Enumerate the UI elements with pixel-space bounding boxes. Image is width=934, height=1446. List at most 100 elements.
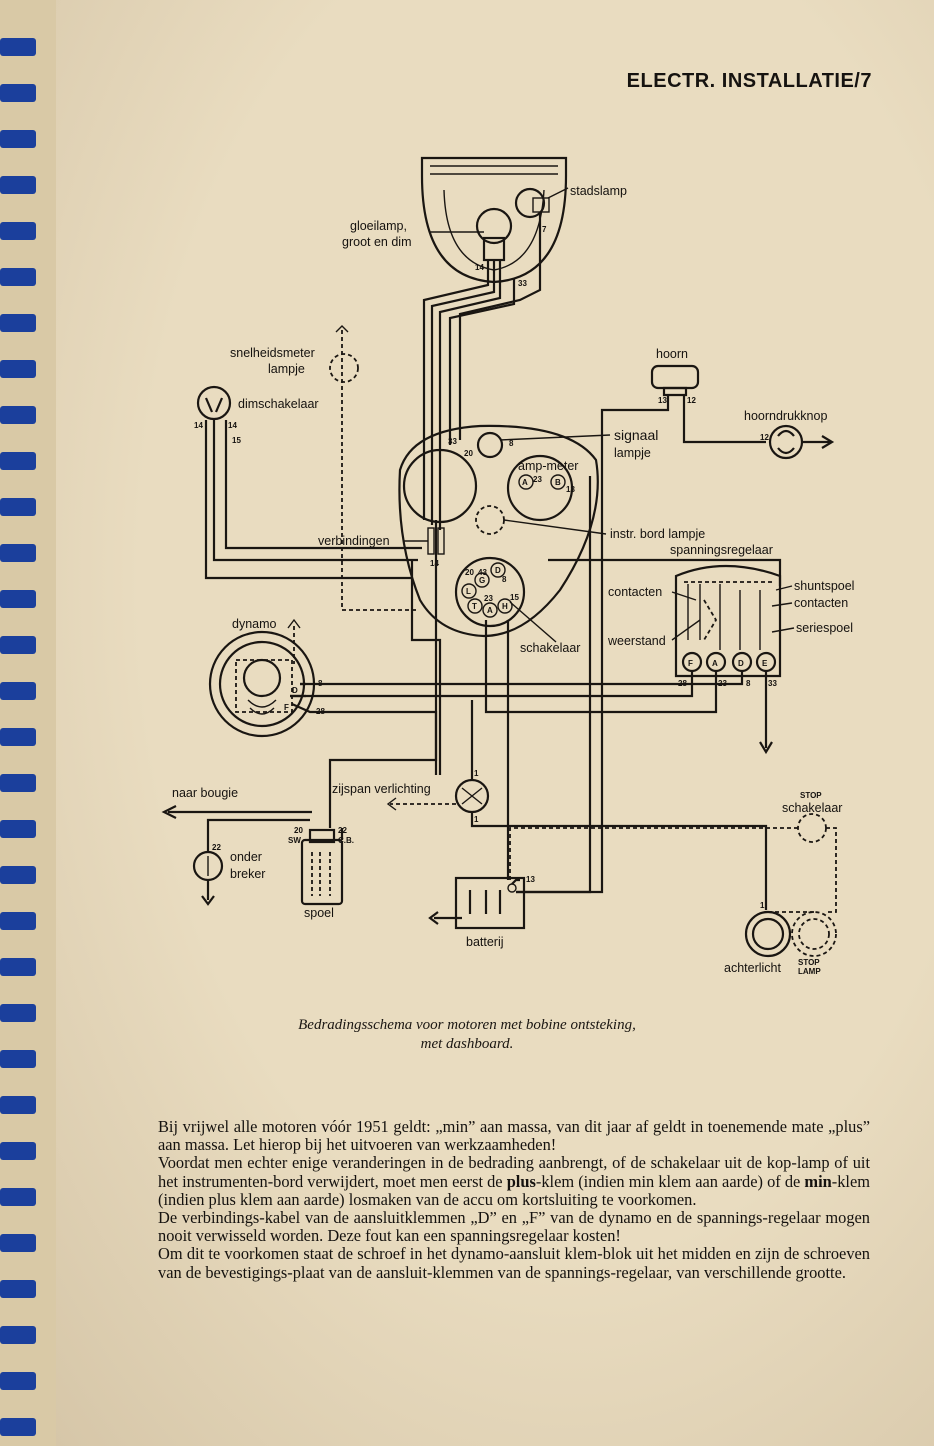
dashboard-panel xyxy=(398,424,599,638)
terminal-D: D xyxy=(495,566,501,575)
terminal-33: 33 xyxy=(768,679,777,688)
terminal-33: 33 xyxy=(518,279,527,288)
binder-ring xyxy=(0,176,36,194)
paragraph-3: De verbindings-kabel van de aansluitklem… xyxy=(158,1208,870,1246)
headlamp-bulb xyxy=(475,207,513,245)
binder-ring xyxy=(0,406,36,424)
voltage-regulator xyxy=(290,558,782,755)
label-dimschakelaar: dimschakelaar xyxy=(238,397,319,411)
terminal-1: 1 xyxy=(760,901,765,910)
terminal-28: 28 xyxy=(678,679,687,688)
bold-plus: plus xyxy=(506,1171,536,1191)
binder-spine xyxy=(0,0,56,1446)
label-gloeilamp-1: gloeilamp, xyxy=(350,219,407,233)
terminal-12: 12 xyxy=(687,396,696,405)
label-instr-bord: instr. bord lampje xyxy=(610,527,705,541)
label-stop-2: schakelaar xyxy=(782,801,842,815)
terminal-8: 8 xyxy=(746,679,751,688)
terminal-14: 14 xyxy=(194,421,203,430)
sidecar-light xyxy=(386,700,768,910)
label-naar-bougie: naar bougie xyxy=(172,786,238,800)
terminal-F: F xyxy=(284,703,289,712)
label-spoel: spoel xyxy=(304,906,334,920)
speedometer-dial xyxy=(402,448,478,524)
label-schakelaar: schakelaar xyxy=(520,641,580,655)
label-signaal-2: lampje xyxy=(614,446,651,460)
label-ampmeter: amp-meter xyxy=(518,459,578,473)
label-batterij: batterij xyxy=(466,935,504,949)
label-achterlicht: achterlicht xyxy=(724,961,781,975)
terminal-14: 14 xyxy=(430,559,439,568)
terminal-1: 1 xyxy=(474,769,479,778)
terminal-43: 43 xyxy=(478,568,487,577)
terminal-20: 20 xyxy=(294,826,303,835)
city-lamp-bulb xyxy=(514,187,546,219)
speedometer-lamp xyxy=(329,325,418,611)
terminal-14: 14 xyxy=(228,421,237,430)
terminal-cb: C.B. xyxy=(338,836,354,845)
terminal-15: 15 xyxy=(232,436,241,445)
terminal-L: L xyxy=(466,587,471,596)
signal-lamp xyxy=(476,431,504,459)
binder-ring xyxy=(0,544,36,562)
label-contacten: contacten xyxy=(608,585,662,599)
binder-ring xyxy=(0,1326,36,1344)
binder-ring xyxy=(0,1372,36,1390)
label-shuntspoel: shuntspoel xyxy=(794,579,854,593)
binder-ring xyxy=(0,268,36,286)
horn xyxy=(516,364,766,894)
label-zijspan: zijspan verlichting xyxy=(332,782,431,796)
contact-breaker xyxy=(192,818,310,906)
binder-ring xyxy=(0,1050,36,1068)
wiring-diagram: stadslamp gloeilamp, groot en dim 14 33 … xyxy=(161,156,854,976)
bold-min: min xyxy=(804,1171,832,1191)
binder-ring xyxy=(0,1142,36,1160)
terminal-1: 1 xyxy=(474,815,479,824)
terminal-14: 14 xyxy=(475,263,484,272)
binder-ring xyxy=(0,590,36,608)
tail-light xyxy=(744,910,837,958)
terminal-8: 8 xyxy=(509,439,514,448)
caption-line-1: Bedradingsschema voor motoren met bobine… xyxy=(298,1017,636,1033)
label-snelheidsmeter-2: lampje xyxy=(268,362,305,376)
ignition-switch xyxy=(454,556,526,628)
binder-ring xyxy=(0,682,36,700)
terminal-23: 23 xyxy=(484,594,493,603)
binder-ring xyxy=(0,498,36,516)
label-verbindingen: verbindingen xyxy=(318,534,390,548)
binder-ring xyxy=(0,820,36,838)
terminal-H: H xyxy=(502,602,508,611)
terminal-15: 15 xyxy=(510,593,519,602)
paragraph-1: Bij vrijwel alle motoren vóór 1951 geldt… xyxy=(158,1117,870,1155)
label-seriespoel: seriespoel xyxy=(796,621,853,635)
terminal-D: D xyxy=(292,686,298,695)
label-stop-1: STOP xyxy=(800,791,822,800)
binder-ring xyxy=(0,84,36,102)
label-snelheidsmeter-1: snelheidsmeter xyxy=(230,346,315,360)
binder-ring xyxy=(0,222,36,240)
label-stop-lamp-2: LAMP xyxy=(798,967,821,976)
terminal-8: 8 xyxy=(502,575,507,584)
binder-ring xyxy=(0,1280,36,1298)
label-signaal-1: signaal xyxy=(614,427,658,443)
paragraph-4: Om dit te voorkomen staat de schroef in … xyxy=(158,1244,870,1282)
binder-ring xyxy=(0,958,36,976)
body-text: Bij vrijwel alle motoren vóór 1951 geldt… xyxy=(158,1117,870,1282)
label-onder-1: onder xyxy=(230,850,262,864)
binder-ring xyxy=(0,360,36,378)
battery xyxy=(428,876,526,930)
binder-ring xyxy=(0,636,36,654)
page-sheet xyxy=(20,0,934,1446)
binder-ring xyxy=(0,1004,36,1022)
label-onder-2: breker xyxy=(230,867,265,881)
binder-ring xyxy=(0,452,36,470)
terminal-8: 8 xyxy=(318,679,323,688)
label-contacten-r: contacten xyxy=(794,596,848,610)
binder-ring xyxy=(0,1096,36,1114)
terminal-22: 22 xyxy=(338,826,347,835)
binder-ring xyxy=(0,38,36,56)
label-stadslamp: stadslamp xyxy=(570,184,627,198)
terminal-T: T xyxy=(472,602,477,611)
binder-ring xyxy=(0,1418,36,1436)
